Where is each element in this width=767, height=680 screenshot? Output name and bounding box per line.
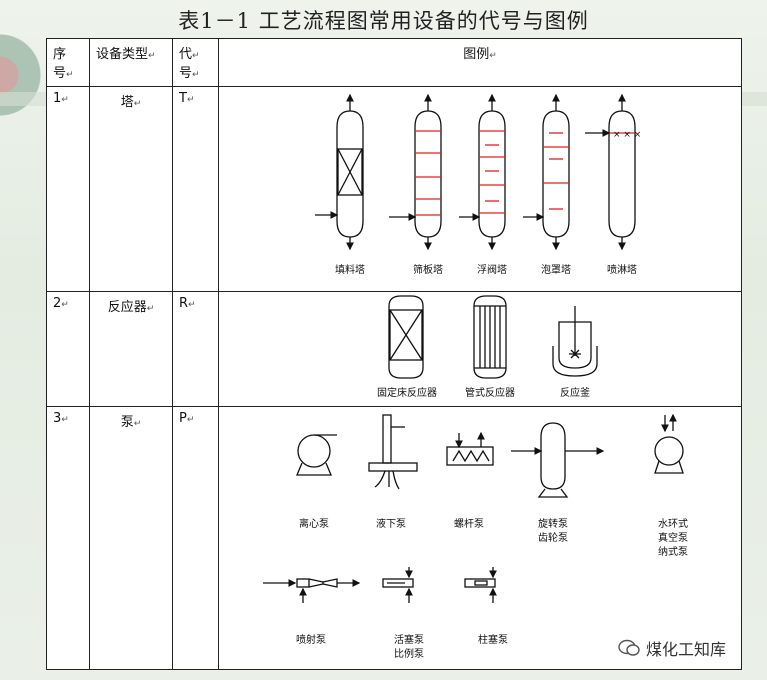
legend-label: 泡罩塔 <box>541 263 571 276</box>
header-legend: 图例↵ <box>218 38 742 87</box>
legend-label: 纳式泵 <box>658 545 688 558</box>
valve-tray-tower-icon <box>459 93 506 251</box>
plunger-pump-icon <box>464 567 497 603</box>
row-code: T↵ <box>172 86 219 292</box>
spray-tower-icon: × × × <box>585 93 641 251</box>
row-type: 反应器↵ <box>89 291 173 407</box>
reaction-kettle-icon <box>552 306 598 377</box>
tower-legend: × × × 填料塔 筛板塔 浮阀塔 泡罩塔 喷淋塔 <box>218 86 742 292</box>
sieve-tray-tower-icon <box>389 93 442 251</box>
row-no: 1↵ <box>46 86 90 292</box>
legend-label: 比例泵 <box>394 647 424 660</box>
screw-pump-icon <box>446 431 494 466</box>
row-type: 泵↵ <box>89 406 173 670</box>
legend-label: 真空泵 <box>658 531 688 544</box>
page-title: 表1－1 工艺流程图常用设备的代号与图例 <box>178 9 589 33</box>
bubble-cap-tower-icon <box>523 93 570 251</box>
legend-label: 筛板塔 <box>413 263 443 276</box>
legend-label: 离心泵 <box>299 517 329 530</box>
header-no: 序号↵ <box>46 38 90 87</box>
legend-label: 活塞泵 <box>394 633 424 646</box>
submerged-pump-icon <box>368 414 418 490</box>
legend-label: 管式反应器 <box>465 386 515 399</box>
legend-label: 反应釜 <box>560 386 590 399</box>
legend-label: 喷淋塔 <box>607 263 637 276</box>
legend-label: 填料塔 <box>335 263 365 276</box>
table-row-pump: 3↵ 泵↵ P↵ <box>46 406 742 670</box>
legend-label: 螺杆泵 <box>454 518 484 530</box>
legend-label: 浮阀塔 <box>477 263 507 276</box>
row-code: P↵ <box>172 406 219 670</box>
legend-label: 固定床反应器 <box>377 386 437 399</box>
equipment-table: 序号↵ 设备类型↵ 代↵号↵ 图例↵ 1↵ 塔↵ T↵ <box>46 38 742 670</box>
row-no: 3↵ <box>46 406 90 670</box>
legend-label: 齿轮泵 <box>538 531 568 544</box>
watermark: 煤化工知库 <box>618 636 726 660</box>
row-no: 2↵ <box>46 291 90 407</box>
legend-label: 液下泵 <box>376 517 406 530</box>
water-ring-vacuum-pump-icon <box>654 413 684 474</box>
packed-tower-icon <box>315 93 364 251</box>
pump-legend: 离心泵 液下泵 螺杆泵 旋转泵 齿轮泵 水环式 真空泵 纳式泵 <box>218 406 742 670</box>
legend-label: 旋转泵 <box>538 517 568 530</box>
header-row: 序号↵ 设备类型↵ 代↵号↵ 图例↵ <box>46 38 742 87</box>
reactor-legend: 固定床反应器 管式反应器 反应釜 <box>218 291 742 407</box>
legend-label: 柱塞泵 <box>478 633 508 646</box>
wechat-icon <box>618 639 640 656</box>
centrifugal-pump-icon <box>296 434 337 476</box>
table-row-tower: 1↵ 塔↵ T↵ <box>46 86 742 292</box>
background-decoration <box>0 30 48 120</box>
legend-label: 水环式 <box>658 517 688 530</box>
rotary-pump-icon <box>511 422 605 498</box>
piston-pump-icon <box>382 567 414 603</box>
header-code: 代↵号↵ <box>172 38 219 87</box>
legend-label: 喷射泵 <box>296 634 326 646</box>
svg-text:× × ×: × × × <box>613 130 641 140</box>
header-type: 设备类型↵ <box>89 38 173 87</box>
row-type: 塔↵ <box>89 86 173 292</box>
tubular-reactor-icon <box>473 295 507 379</box>
watermark-text: 煤化工知库 <box>646 640 727 659</box>
table-row-reactor: 2↵ 反应器↵ R↵ <box>46 291 742 407</box>
row-code: R↵ <box>172 291 219 407</box>
jet-pump-icon <box>263 578 361 603</box>
fixed-bed-reactor-icon <box>388 295 424 379</box>
